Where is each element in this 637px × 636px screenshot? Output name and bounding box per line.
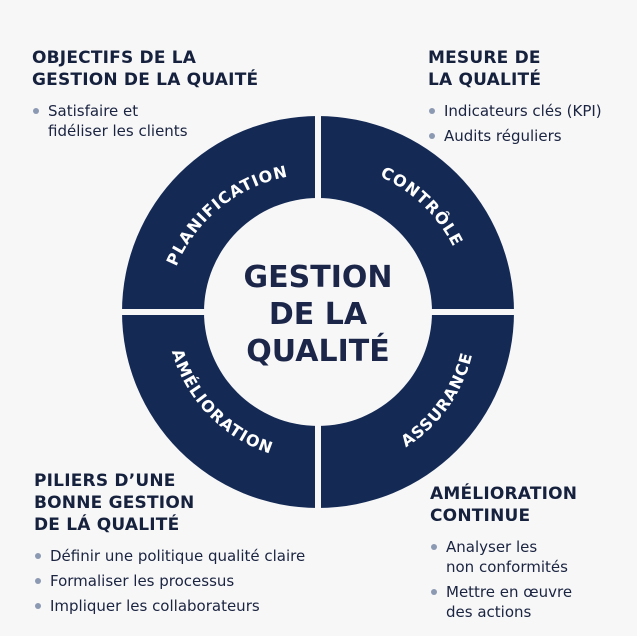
objectifs-heading: OBJECTIFS DE LA GESTION DE LA QUAITÉ	[32, 47, 258, 91]
piliers-list: Définir une politique qualité claire For…	[34, 546, 305, 616]
piliers-heading-line: PILIERS D’UNE	[34, 471, 176, 491]
objectifs-block: OBJECTIFS DE LA GESTION DE LA QUAITÉ Sat…	[32, 47, 258, 146]
list-item-line: Satisfaire et	[48, 102, 139, 120]
amelioration-continue-heading-line: AMÉLIORATION	[430, 484, 578, 504]
amelioration-continue-block: AMÉLIORATION CONTINUE Analyser les non c…	[430, 483, 577, 627]
list-item: Définir une politique qualité claire	[34, 546, 305, 566]
piliers-heading-line: DE LÁ QUALITÉ	[34, 515, 180, 535]
list-item-line: des actions	[446, 603, 532, 621]
list-item: Audits réguliers	[428, 126, 602, 146]
mesure-heading-line: MESURE DE	[428, 48, 541, 68]
amelioration-continue-heading: AMÉLIORATION CONTINUE	[430, 483, 577, 527]
mesure-heading: MESURE DE LA QUALITÉ	[428, 47, 602, 91]
piliers-heading: PILIERS D’UNE BONNE GESTION DE LÁ QUALIT…	[34, 470, 305, 536]
list-item-line: Indicateurs clés (KPI)	[444, 102, 602, 120]
mesure-heading-line: LA QUALITÉ	[428, 70, 542, 90]
center-title-line-1: GESTION	[244, 260, 393, 295]
list-item-line: Analyser les	[446, 538, 538, 556]
ring-gap-vertical	[315, 110, 321, 200]
list-item-line: fidéliser les clients	[48, 122, 188, 140]
list-item: Analyser les non conformités	[430, 537, 577, 577]
list-item: Satisfaire et fidéliser les clients	[32, 101, 258, 141]
list-item-line: Formaliser les processus	[50, 572, 235, 590]
amelioration-continue-heading-line: CONTINUE	[430, 506, 531, 526]
list-item-line: non conformités	[446, 558, 568, 576]
center-title-line-3: QUALITÉ	[246, 333, 389, 369]
ring-gap-horizontal-right	[428, 309, 520, 315]
ring-gap-vertical-bottom	[315, 424, 321, 516]
ring	[116, 110, 520, 516]
objectifs-heading-line: OBJECTIFS DE LA	[32, 48, 197, 68]
list-item: Indicateurs clés (KPI)	[428, 101, 602, 121]
objectifs-heading-line: GESTION DE LA QUAITÉ	[32, 70, 259, 90]
piliers-block: PILIERS D’UNE BONNE GESTION DE LÁ QUALIT…	[34, 470, 305, 621]
mesure-list: Indicateurs clés (KPI) Audits réguliers	[428, 101, 602, 146]
piliers-heading-line: BONNE GESTION	[34, 493, 195, 513]
list-item-line: Définir une politique qualité claire	[50, 547, 306, 565]
list-item: Formaliser les processus	[34, 571, 305, 591]
list-item: Mettre en œuvre des actions	[430, 582, 577, 622]
ring-inner	[204, 198, 432, 426]
list-item-line: Mettre en œuvre	[446, 583, 573, 601]
list-item-line: Impliquer les collaborateurs	[50, 597, 260, 615]
list-item-line: Audits réguliers	[444, 127, 562, 145]
ring-gap-horizontal-left	[116, 309, 208, 315]
objectifs-list: Satisfaire et fidéliser les clients	[32, 101, 258, 141]
mesure-block: MESURE DE LA QUALITÉ Indicateurs clés (K…	[428, 47, 602, 151]
list-item: Impliquer les collaborateurs	[34, 596, 305, 616]
amelioration-continue-list: Analyser les non conformités Mettre en œ…	[430, 537, 577, 622]
center-title-line-2: DE LA	[269, 297, 368, 332]
